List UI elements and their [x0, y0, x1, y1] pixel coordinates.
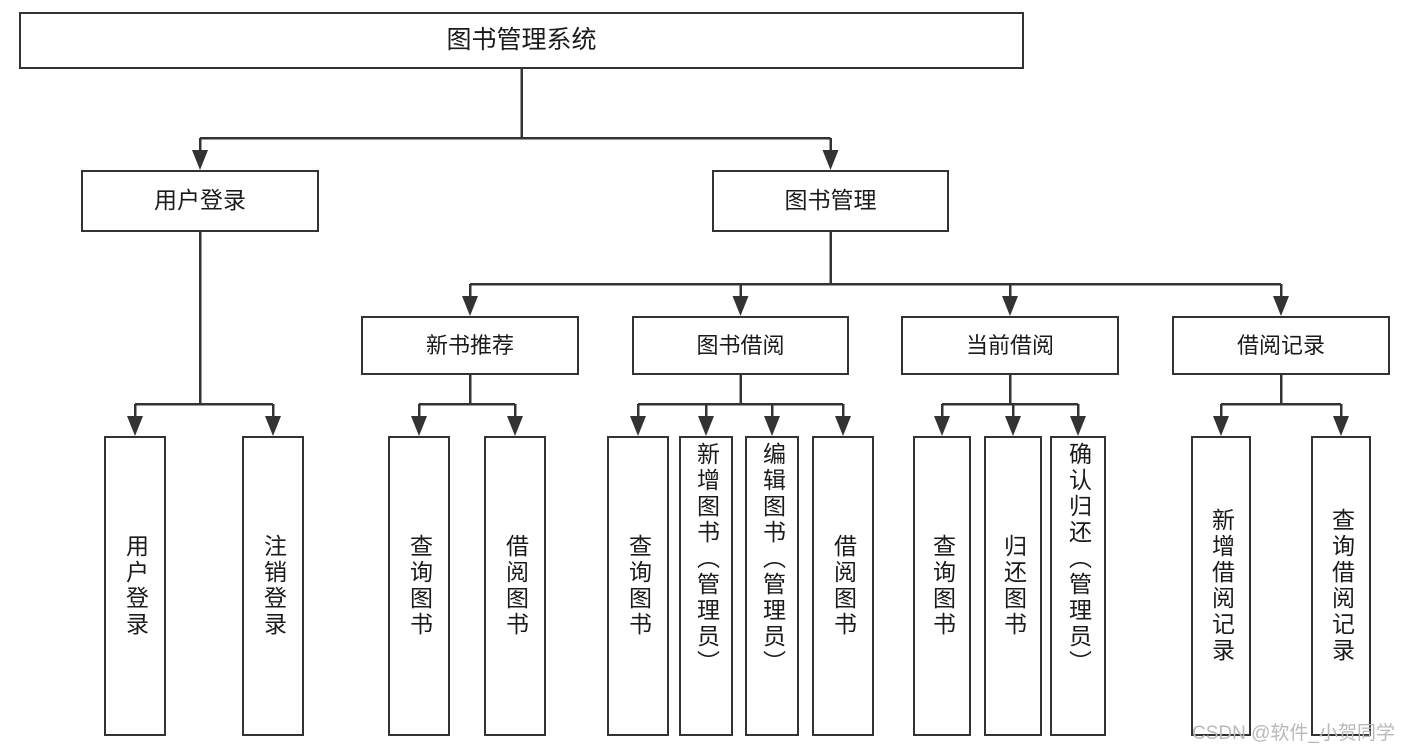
- node-leaf_cur_2[interactable]: 归还图书: [984, 436, 1042, 736]
- node-label: 借阅图书: [502, 534, 529, 638]
- node-lvl2_login[interactable]: 用户登录: [81, 170, 319, 232]
- node-leaf_bor_4[interactable]: 借阅图书: [812, 436, 874, 736]
- node-leaf_rec_1[interactable]: 新增借阅记录: [1191, 436, 1251, 736]
- csdn-watermark: CSDN @软件_小贺同学: [1192, 723, 1395, 744]
- node-label: 图书管理: [784, 187, 877, 214]
- node-label: 用户登录: [154, 187, 246, 214]
- node-lvl3_cur[interactable]: 当前借阅: [901, 316, 1119, 375]
- node-leaf_cur_3[interactable]: 确认归还（管理员）: [1050, 436, 1106, 736]
- node-label: 查询借阅记录: [1328, 508, 1355, 664]
- node-label: 借阅图书: [830, 534, 857, 638]
- node-label: 查询图书: [406, 534, 433, 638]
- node-lvl3_rec[interactable]: 借阅记录: [1172, 316, 1390, 375]
- node-leaf_bor_1[interactable]: 查询图书: [607, 436, 669, 736]
- node-lvl3_borrow[interactable]: 图书借阅: [632, 316, 849, 375]
- node-label: 查询图书: [929, 534, 956, 638]
- node-leaf_cur_1[interactable]: 查询图书: [913, 436, 971, 736]
- node-label: 图书借阅: [696, 332, 785, 358]
- node-label: 注销登录: [260, 534, 287, 638]
- node-label: 查询图书: [625, 534, 652, 638]
- node-label: 当前借阅: [965, 332, 1054, 358]
- node-leaf_bor_3[interactable]: 编辑图书（管理员）: [745, 436, 799, 736]
- node-label: 确认归还（管理员）: [1065, 442, 1092, 676]
- node-lvl3_new[interactable]: 新书推荐: [361, 316, 579, 375]
- node-leaf_new_1[interactable]: 查询图书: [388, 436, 450, 736]
- node-label: 编辑图书（管理员）: [759, 442, 786, 676]
- node-leaf_rec_2[interactable]: 查询借阅记录: [1311, 436, 1371, 736]
- node-label: 用户登录: [122, 534, 149, 638]
- node-leaf_login_2[interactable]: 注销登录: [242, 436, 304, 736]
- node-label: 新增图书（管理员）: [693, 442, 720, 676]
- node-label: 归还图书: [1000, 534, 1027, 638]
- node-label: 图书管理系统: [446, 25, 597, 54]
- node-leaf_bor_2[interactable]: 新增图书（管理员）: [679, 436, 733, 736]
- node-root[interactable]: 图书管理系统: [19, 12, 1024, 69]
- node-label: 借阅记录: [1236, 332, 1325, 358]
- node-lvl2_book[interactable]: 图书管理: [712, 170, 949, 232]
- node-leaf_new_2[interactable]: 借阅图书: [484, 436, 546, 736]
- node-leaf_login_1[interactable]: 用户登录: [104, 436, 166, 736]
- node-label: 新书推荐: [425, 332, 514, 358]
- node-label: 新增借阅记录: [1208, 508, 1235, 664]
